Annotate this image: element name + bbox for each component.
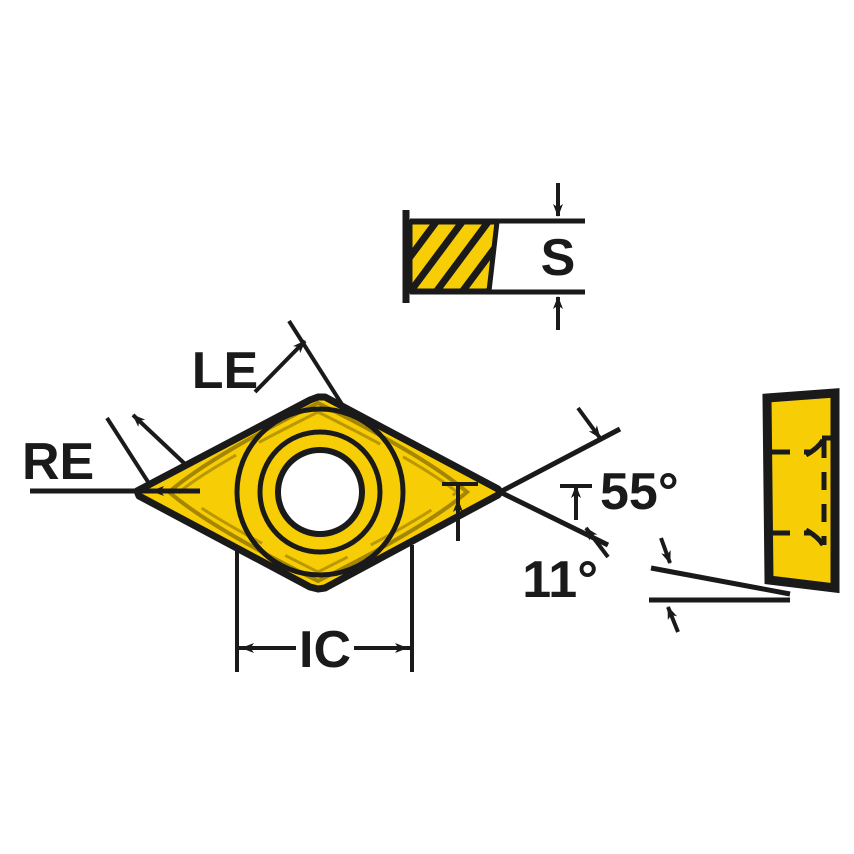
angle11-arrow-upper [659,537,672,564]
insert-body-outline [133,393,504,593]
side-view-fill [767,393,835,588]
point-angle-annotation: 55° [498,406,679,559]
angle55-arrow-lower [584,526,610,559]
thickness-label: S [541,229,576,287]
top-view-rhombic-insert: RE LE IC [22,319,504,679]
angle55-upper-leg [498,426,622,495]
chipbreaker-inner-contour [176,410,460,574]
side-view-radius-lower [804,527,826,547]
clearance-angle-annotation: 11° [522,537,791,633]
cutting-edge-length-label: LE [192,342,258,400]
chipbreaker-contours [165,400,471,584]
angle55-arrow-upper [576,406,602,440]
nose-radius-label: RE [22,433,94,491]
le-arrow-upper [253,339,307,394]
angle11-inclined-leg [650,565,791,597]
chipbreaker-outer-contour [165,400,471,584]
point-angle-label: 55° [600,463,679,521]
inscribed-circle-label: IC [299,621,351,679]
angle11-arrow-lower [666,606,680,633]
le-arrow-lower [131,413,187,466]
center-hole [275,447,365,537]
side-view-radius-upper [804,438,826,458]
ic-label-backdrop [296,621,354,675]
side-view-insert [762,388,840,594]
side-view-hidden-lines [772,440,827,545]
countersink-outer-circle [234,406,406,578]
clearance-angle-label: 11° [522,551,598,609]
side-view-outline [762,388,840,594]
